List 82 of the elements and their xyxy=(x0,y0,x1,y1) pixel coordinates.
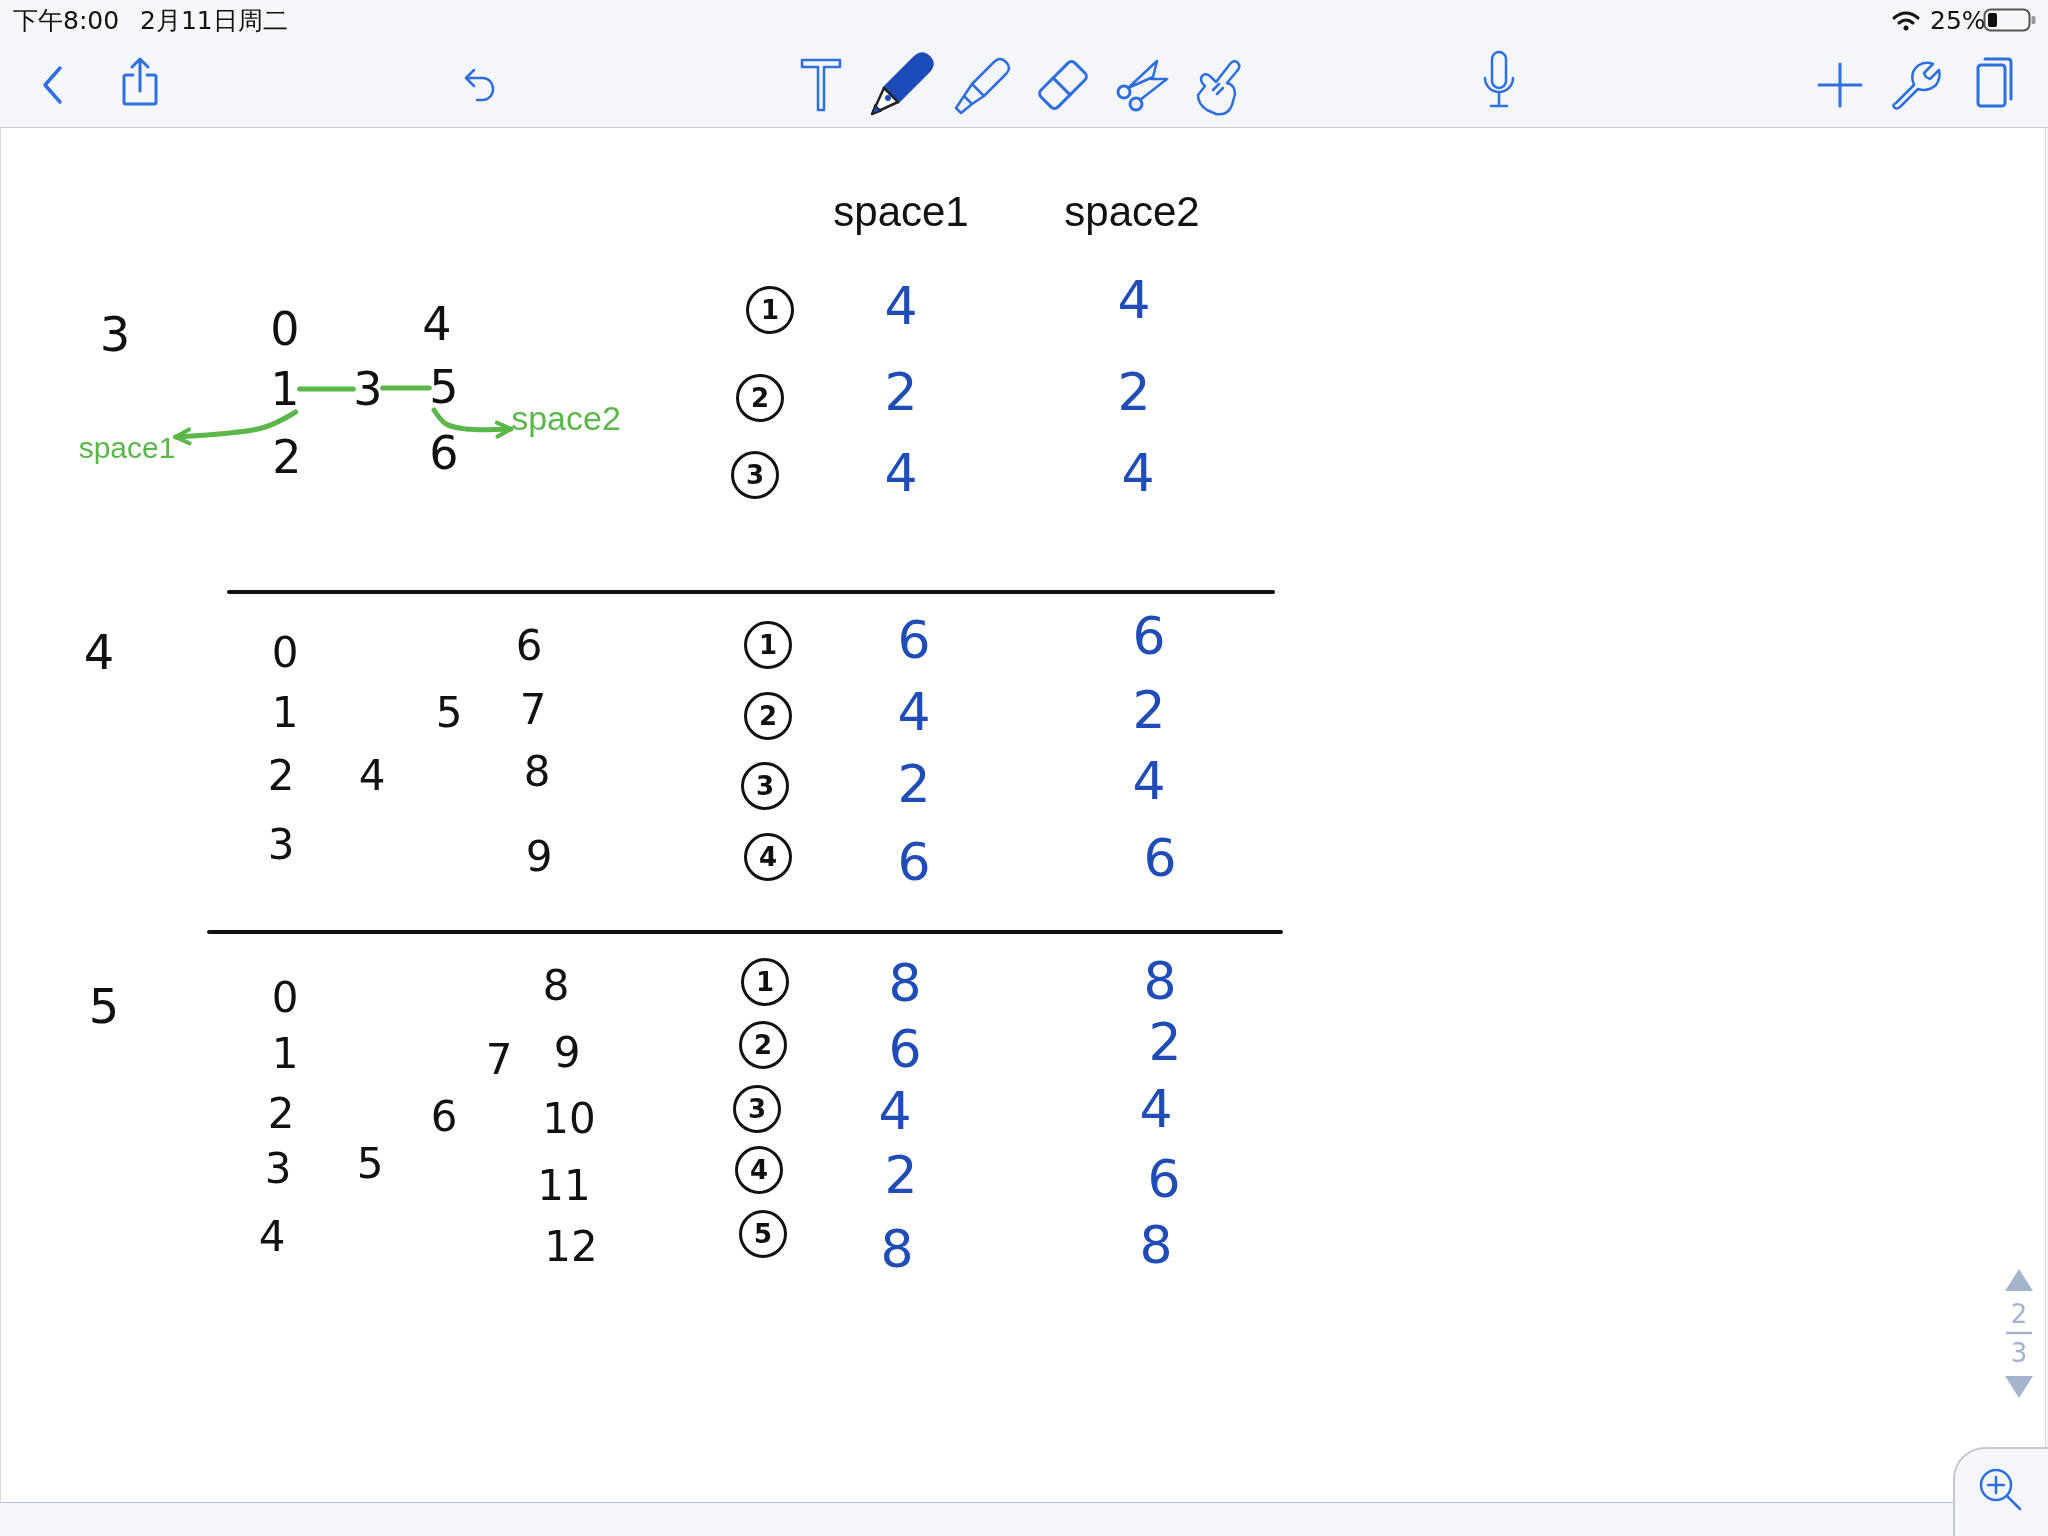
value: 2 xyxy=(884,366,918,418)
number: 3 xyxy=(264,1148,292,1190)
circled-number: 2 xyxy=(739,1021,787,1069)
number: 12 xyxy=(544,1226,598,1268)
circled-number: 3 xyxy=(731,451,779,499)
circled-number: 2 xyxy=(736,374,784,422)
annotation-text: space2 xyxy=(511,401,621,435)
number: 3 xyxy=(267,824,295,866)
status-text: 2月11日周二 xyxy=(140,7,288,33)
value: 6 xyxy=(1132,610,1166,662)
number: 7 xyxy=(485,1039,513,1081)
circled-number: 5 xyxy=(739,1210,787,1258)
number: 5 xyxy=(356,1143,384,1185)
page-number: 2 xyxy=(2010,1301,2028,1327)
value: 4 xyxy=(1121,447,1155,499)
section-number: 3 xyxy=(99,310,131,358)
connector-line xyxy=(297,386,356,392)
circled-number: 1 xyxy=(741,958,789,1006)
number: 7 xyxy=(519,689,547,731)
number: 0 xyxy=(271,632,299,674)
number: 6 xyxy=(429,430,459,476)
value: 6 xyxy=(897,836,931,888)
number: 11 xyxy=(537,1165,591,1207)
value: 2 xyxy=(1132,684,1166,736)
number: 0 xyxy=(270,306,300,352)
value: 4 xyxy=(884,447,918,499)
number: 6 xyxy=(430,1096,458,1138)
value: 4 xyxy=(884,280,918,332)
arrow xyxy=(431,407,514,439)
value: 8 xyxy=(1139,1219,1173,1271)
value: 4 xyxy=(1132,755,1166,807)
number: 1 xyxy=(271,1033,299,1075)
value: 8 xyxy=(880,1223,914,1275)
number: 9 xyxy=(525,836,553,878)
page-number: 3 xyxy=(2010,1340,2028,1366)
number: 4 xyxy=(258,1216,286,1258)
circled-number: 3 xyxy=(733,1085,781,1133)
number: 8 xyxy=(523,751,551,793)
status-text: 25% xyxy=(1930,7,1986,33)
number: 8 xyxy=(542,965,570,1007)
number: 1 xyxy=(271,692,299,734)
circled-number: 4 xyxy=(744,833,792,881)
connector-line xyxy=(380,385,432,391)
circled-number: 1 xyxy=(746,286,794,334)
number: 0 xyxy=(271,977,299,1019)
value: 8 xyxy=(1143,955,1177,1007)
number: 6 xyxy=(515,625,543,667)
annotation-text: space1 xyxy=(78,433,176,463)
number: 5 xyxy=(435,692,463,734)
circled-number: 3 xyxy=(741,762,789,810)
number: 4 xyxy=(422,301,452,347)
column-header: space2 xyxy=(1064,191,1200,233)
circled-number: 4 xyxy=(735,1146,783,1194)
value: 2 xyxy=(1148,1016,1182,1068)
value: 4 xyxy=(897,686,931,738)
circled-number: 2 xyxy=(744,692,792,740)
value: 6 xyxy=(1147,1153,1181,1205)
number: 2 xyxy=(272,434,302,480)
value: 6 xyxy=(1143,832,1177,884)
column-header: space1 xyxy=(833,191,969,233)
value: 2 xyxy=(897,758,931,810)
value: 4 xyxy=(1139,1083,1173,1135)
status-text: 下午8:00 xyxy=(13,7,120,33)
value: 2 xyxy=(1117,366,1151,418)
value: 4 xyxy=(1117,274,1151,326)
value: 6 xyxy=(897,614,931,666)
arrow xyxy=(172,409,299,446)
number: 5 xyxy=(429,364,459,410)
number: 4 xyxy=(358,755,386,797)
section-number: 5 xyxy=(88,982,120,1030)
number: 2 xyxy=(267,755,295,797)
number: 10 xyxy=(542,1098,596,1140)
number: 1 xyxy=(270,366,300,412)
circled-number: 1 xyxy=(744,621,792,669)
number: 9 xyxy=(553,1032,581,1074)
number: 3 xyxy=(353,366,383,412)
value: 6 xyxy=(888,1023,922,1075)
number: 2 xyxy=(267,1093,295,1135)
section-number: 4 xyxy=(83,628,115,676)
value: 8 xyxy=(888,957,922,1009)
value: 2 xyxy=(884,1149,918,1201)
value: 4 xyxy=(878,1085,912,1137)
